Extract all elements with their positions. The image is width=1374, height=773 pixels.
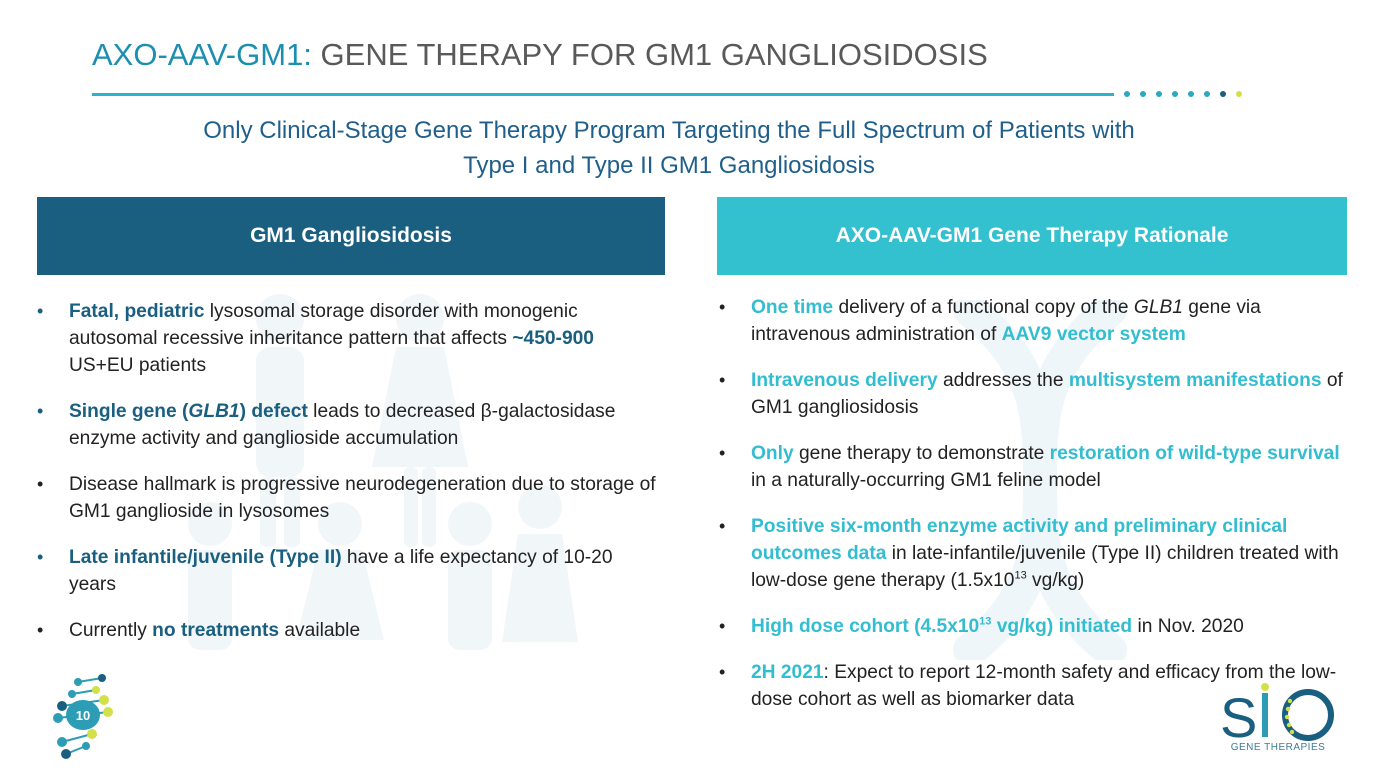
list-item: Intravenous delivery addresses the multi… bbox=[719, 367, 1347, 421]
right-panel-header: AXO-AAV-GM1 Gene Therapy Rationale bbox=[717, 197, 1347, 275]
dot-icon bbox=[1124, 91, 1130, 97]
list-item: 2H 2021: Expect to report 12-month safet… bbox=[719, 659, 1347, 713]
left-panel-header: GM1 Gangliosidosis bbox=[37, 197, 665, 275]
left-bullet-list: Fatal, pediatric lysosomal storage disor… bbox=[37, 298, 657, 663]
right-bullet-list: One time delivery of a functional copy o… bbox=[719, 294, 1347, 732]
list-item: High dose cohort (4.5x1013 vg/kg) initia… bbox=[719, 613, 1347, 640]
subtitle-line-2: Type I and Type II GM1 Gangliosidosis bbox=[463, 152, 875, 179]
page-number: 10 bbox=[66, 700, 100, 730]
slide-title: AXO-AAV-GM1: GENE THERAPY FOR GM1 GANGLI… bbox=[92, 36, 988, 74]
subtitle-line-1: Only Clinical-Stage Gene Therapy Program… bbox=[203, 117, 1135, 144]
list-item: Currently no treatments available bbox=[37, 617, 657, 644]
dot-icon bbox=[1140, 91, 1146, 97]
list-item: Only gene therapy to demonstrate restora… bbox=[719, 440, 1347, 494]
list-item: Single gene (GLB1) defect leads to decre… bbox=[37, 398, 657, 452]
dot-icon bbox=[1172, 91, 1178, 97]
title-accent: AXO-AAV-GM1: bbox=[92, 37, 312, 72]
list-item: Fatal, pediatric lysosomal storage disor… bbox=[37, 298, 657, 379]
svg-text:S: S bbox=[1220, 686, 1257, 749]
dot-icon bbox=[1204, 91, 1210, 97]
sio-logo-icon: S bbox=[1220, 683, 1334, 749]
list-item: Late infantile/juvenile (Type II) have a… bbox=[37, 544, 657, 598]
list-item: Positive six-month enzyme activity and p… bbox=[719, 513, 1347, 594]
dot-icon bbox=[1236, 91, 1242, 97]
logo-tagline: GENE THERAPIES bbox=[1230, 742, 1326, 753]
title-rest: GENE THERAPY FOR GM1 GANGLIOSIDOSIS bbox=[311, 37, 988, 72]
list-item: One time delivery of a functional copy o… bbox=[719, 294, 1347, 348]
list-item: Disease hallmark is progressive neurodeg… bbox=[37, 471, 657, 525]
decorative-dots bbox=[1124, 91, 1242, 97]
slide-subtitle: Only Clinical-Stage Gene Therapy Program… bbox=[0, 113, 1338, 183]
dot-icon bbox=[1156, 91, 1162, 97]
dot-icon bbox=[1188, 91, 1194, 97]
dot-icon bbox=[1220, 91, 1226, 97]
title-rule bbox=[92, 93, 1114, 96]
